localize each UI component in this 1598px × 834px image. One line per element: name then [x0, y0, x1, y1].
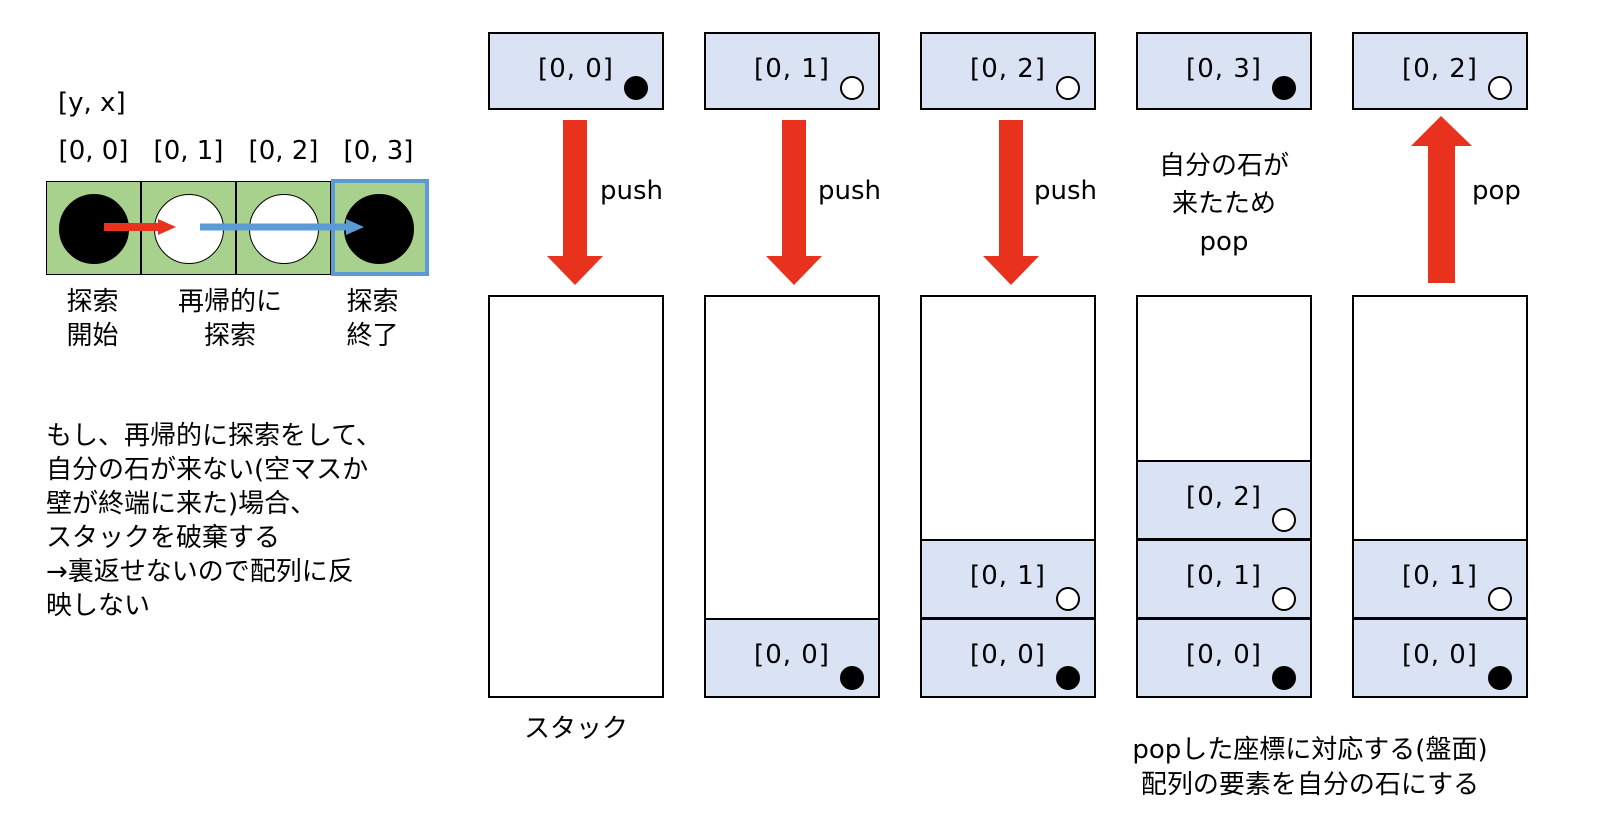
current-cell-box-4: [0, 3] — [1136, 32, 1312, 110]
stack-entry-coord: [0, 1] — [970, 561, 1046, 591]
stack-column-2: [0, 0] — [704, 295, 880, 698]
label-search-end: 探索 終了 — [346, 287, 399, 351]
stack-entry-coord: [0, 0] — [1186, 640, 1262, 670]
pop-arrow — [1411, 116, 1472, 283]
black-stone-icon — [1272, 76, 1296, 100]
stack-entry-coord: [0, 1] — [1186, 561, 1262, 591]
current-coord: [0, 2] — [970, 54, 1046, 84]
column-label-2: [0, 2] — [248, 136, 319, 166]
white-stone-icon — [1056, 587, 1080, 611]
stack-entry-coord: [0, 2] — [1186, 482, 1262, 512]
stack-entry: [0, 0] — [1136, 618, 1312, 698]
push-label-3: push — [1034, 176, 1098, 206]
label-search-start: 探索 開始 — [66, 287, 119, 351]
blue-search-arrow — [200, 219, 364, 235]
black-stone-icon — [1488, 666, 1512, 690]
stack-entry: [0, 0] — [1352, 618, 1528, 698]
push-arrow-2 — [766, 120, 822, 285]
stack-entry: [0, 0] — [920, 618, 1096, 698]
push-label-2: push — [818, 176, 882, 206]
white-stone-icon — [1488, 587, 1512, 611]
axis-label: [y, x] — [58, 88, 126, 118]
push-arrow-3 — [983, 120, 1039, 285]
black-stone-icon — [1272, 666, 1296, 690]
stack-entry-coord: [0, 0] — [970, 640, 1046, 670]
white-stone-icon — [1056, 76, 1080, 100]
current-cell-box-5: [0, 2] — [1352, 32, 1528, 110]
current-coord: [0, 3] — [1186, 54, 1262, 84]
stack-entry: [0, 1] — [1136, 539, 1312, 619]
stack-entry-coord: [0, 0] — [754, 640, 830, 670]
pop-reason-label: 自分の石が 来たため pop — [1158, 151, 1289, 257]
push-label-1: push — [600, 176, 664, 206]
black-stone-icon — [624, 76, 648, 100]
push-arrow-1 — [547, 120, 603, 285]
pop-label: pop — [1472, 176, 1521, 206]
current-cell-box-3: [0, 2] — [920, 32, 1096, 110]
red-start-arrow — [104, 219, 176, 235]
column-label-0: [0, 0] — [58, 136, 129, 166]
white-stone-icon — [1272, 587, 1296, 611]
white-stone-icon — [1272, 508, 1296, 532]
board-arrows — [104, 219, 364, 235]
stack-entry-coord: [0, 1] — [1402, 561, 1478, 591]
stack-column-1 — [488, 295, 664, 698]
current-cell-box-2: [0, 1] — [704, 32, 880, 110]
current-coord: [0, 1] — [754, 54, 830, 84]
stack-column-5: [0, 0] [0, 1] — [1352, 295, 1528, 698]
stack-entry: [0, 0] — [704, 618, 880, 698]
stack-label: スタック — [523, 714, 628, 744]
current-coord: [0, 2] — [1402, 54, 1478, 84]
column-label-3: [0, 3] — [343, 136, 414, 166]
stack-entry: [0, 1] — [1352, 539, 1528, 619]
white-stone-icon — [840, 76, 864, 100]
bottom-note: popした座標に対応する(盤面) 配列の要素を自分の石にする — [1132, 735, 1488, 800]
label-recursive-search: 再帰的に 探索 — [177, 287, 282, 351]
stack-column-4: [0, 0] [0, 1] [0, 2] — [1136, 295, 1312, 698]
stack-entry: [0, 2] — [1136, 460, 1312, 540]
explanation-note: もし、再帰的に探索をして、 自分の石が来ない(空マスか 壁が終端に来た)場合、 … — [46, 421, 382, 621]
black-stone-icon — [840, 666, 864, 690]
white-stone-icon — [1488, 76, 1512, 100]
column-label-1: [0, 1] — [153, 136, 224, 166]
black-stone-icon — [1056, 666, 1080, 690]
current-cell-box-1: [0, 0] — [488, 32, 664, 110]
stack-entry-coord: [0, 0] — [1402, 640, 1478, 670]
stack-column-3: [0, 0] [0, 1] — [920, 295, 1096, 698]
current-coord: [0, 0] — [538, 54, 614, 84]
stack-entry: [0, 1] — [920, 539, 1096, 619]
